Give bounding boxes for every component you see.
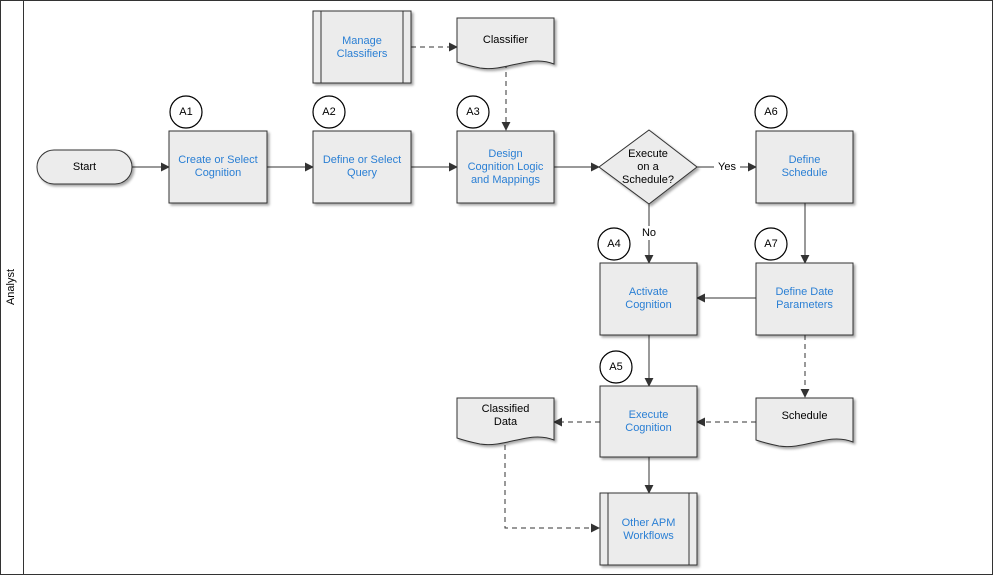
start-label: Start bbox=[73, 161, 96, 173]
step-a6-badge: A6 bbox=[754, 95, 788, 129]
document-classifier: Classifier bbox=[456, 17, 555, 70]
manage-classifiers-line2: Classifiers bbox=[337, 48, 388, 60]
step-a7-label-line2: Parameters bbox=[776, 299, 833, 311]
step-a2-badge: A2 bbox=[312, 95, 346, 129]
step-a3-label-line1: Design bbox=[488, 148, 522, 160]
start-node: Start bbox=[36, 149, 133, 185]
step-a1-label-line1: Create or Select bbox=[178, 154, 257, 166]
step-a4-label-line1: Activate bbox=[629, 286, 668, 298]
step-a2-id: A2 bbox=[322, 106, 335, 118]
step-a6-label-line1: Define bbox=[789, 154, 821, 166]
step-a5-label-line2: Cognition bbox=[625, 422, 671, 434]
yes-label-bg bbox=[714, 160, 740, 174]
step-a5-badge: A5 bbox=[599, 350, 633, 384]
document-schedule: Schedule bbox=[755, 397, 854, 448]
step-a2-label-line2: Query bbox=[347, 167, 377, 179]
step-a2[interactable]: Define or Select Query bbox=[312, 130, 412, 204]
step-a1-id: A1 bbox=[179, 106, 192, 118]
step-a4[interactable]: Activate Cognition bbox=[599, 262, 698, 336]
step-a5-label-line1: Execute bbox=[629, 409, 669, 421]
step-a2-label-line1: Define or Select bbox=[323, 154, 401, 166]
decision-line1: Execute bbox=[628, 148, 668, 160]
other-apm-line1: Other APM bbox=[622, 517, 676, 529]
classified-line2: Data bbox=[494, 416, 518, 428]
edge-classified-other bbox=[504, 436, 600, 533]
classified-line1: Classified bbox=[482, 403, 530, 415]
step-a7-id: A7 bbox=[764, 238, 777, 250]
step-a3-id: A3 bbox=[466, 106, 479, 118]
step-a5[interactable]: Execute Cognition bbox=[599, 385, 698, 458]
step-a7-badge: A7 bbox=[754, 227, 788, 261]
schedule-label: Schedule bbox=[782, 410, 828, 422]
step-a6-id: A6 bbox=[764, 106, 777, 118]
decision-line2: on a bbox=[637, 161, 659, 173]
step-a3[interactable]: Design Cognition Logic and Mappings bbox=[456, 130, 555, 204]
step-a6-label-line2: Schedule bbox=[782, 167, 828, 179]
step-a1-badge: A1 bbox=[169, 95, 203, 129]
other-apm-line2: Workflows bbox=[623, 530, 674, 542]
manage-classifiers-line1: Manage bbox=[342, 35, 382, 47]
edge-label-no: No bbox=[642, 227, 656, 239]
step-a3-label-line2: Cognition Logic bbox=[468, 161, 544, 173]
step-a3-badge: A3 bbox=[456, 95, 490, 129]
subprocess-manage-classifiers[interactable]: Manage Classifiers bbox=[312, 10, 412, 84]
step-a4-badge: A4 bbox=[597, 227, 631, 261]
step-a3-label-line3: and Mappings bbox=[471, 174, 541, 186]
step-a1-label-line2: Cognition bbox=[195, 167, 241, 179]
step-a5-id: A5 bbox=[609, 361, 622, 373]
step-a1[interactable]: Create or Select Cognition bbox=[168, 130, 268, 204]
swimlane-label: Analyst bbox=[5, 269, 17, 305]
no-label-bg bbox=[638, 226, 660, 240]
decision-execute-on-schedule: Execute on a Schedule? bbox=[598, 129, 698, 205]
step-a4-id: A4 bbox=[607, 238, 620, 250]
classifier-label: Classifier bbox=[483, 34, 529, 46]
step-a6[interactable]: Define Schedule bbox=[755, 130, 854, 204]
step-a7-label-line1: Define Date bbox=[775, 286, 833, 298]
decision-line3: Schedule? bbox=[622, 174, 674, 186]
document-classified-data: Classified Data bbox=[456, 397, 555, 446]
step-a4-label-line2: Cognition bbox=[625, 299, 671, 311]
step-a7[interactable]: Define Date Parameters bbox=[755, 262, 854, 336]
edge-label-yes: Yes bbox=[718, 161, 736, 173]
subprocess-other-apm-workflows[interactable]: Other APM Workflows bbox=[599, 492, 698, 566]
